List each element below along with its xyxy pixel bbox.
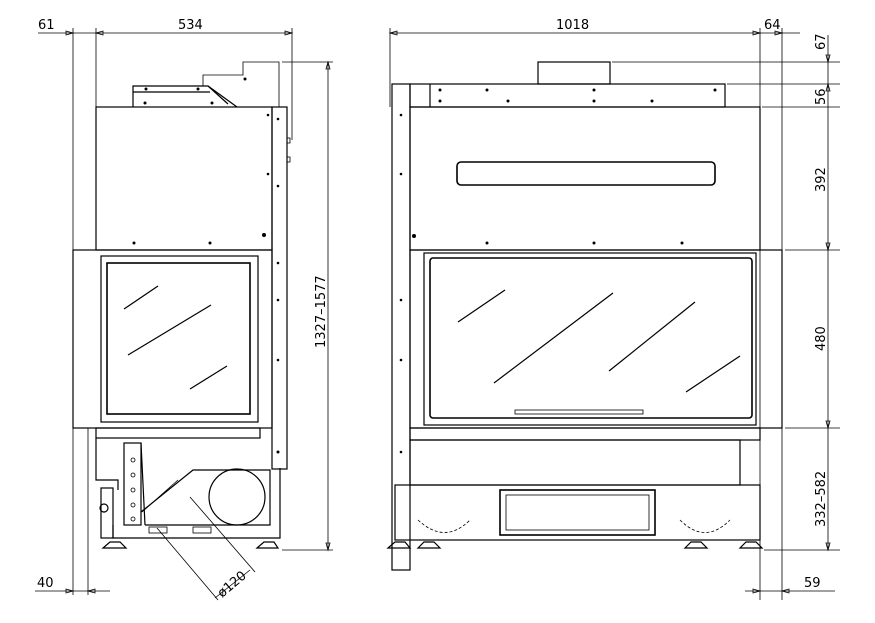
dim-67: 67	[814, 33, 829, 50]
upper-panel	[409, 106, 761, 251]
front-base	[386, 427, 764, 549]
air-slot	[456, 161, 716, 186]
bottom-offset-right-label: 59	[804, 576, 821, 591]
bottom-offset-left-label: 40	[37, 576, 54, 591]
side-view: ø120 1327–1577 40 61 534	[35, 18, 333, 601]
width-left-label: 534	[178, 18, 203, 33]
side-strip	[271, 106, 288, 470]
top-band	[409, 83, 726, 108]
width-right-label: 1018	[556, 18, 589, 33]
foot	[255, 541, 280, 549]
dim-392: 392	[814, 167, 829, 192]
side-base	[87, 427, 333, 595]
dim-332-582: 332–582	[814, 471, 829, 527]
side-door	[72, 249, 273, 429]
top-offset-left-label: 61	[38, 18, 55, 33]
dim-vertical-right: 67 56 392 480 332–582	[612, 33, 840, 552]
dim-top-left	[38, 28, 294, 595]
foot	[101, 541, 128, 549]
ash-drawer	[499, 489, 656, 536]
front-door	[409, 249, 783, 429]
height-dim-label: 1327–1577	[314, 275, 329, 348]
flue-outlet	[537, 61, 611, 85]
dim-56: 56	[814, 88, 829, 105]
front-view: 1018 64	[386, 18, 840, 600]
offset-right-label: 64	[764, 18, 781, 33]
flue-collar	[132, 61, 333, 108]
flue-diameter-label: ø120	[215, 569, 250, 602]
upper-body	[95, 106, 273, 251]
dim-480: 480	[814, 326, 829, 351]
